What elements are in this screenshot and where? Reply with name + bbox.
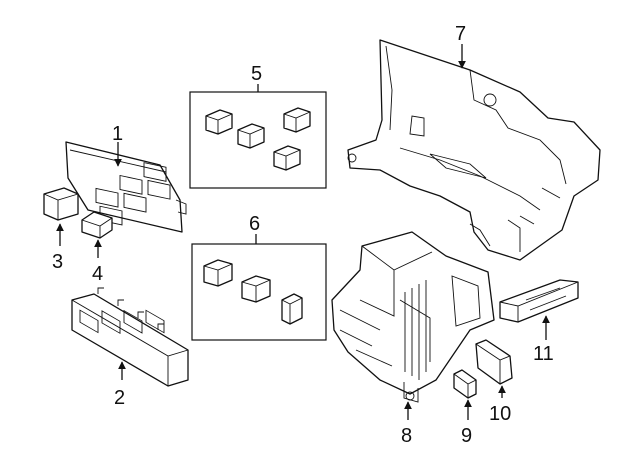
callout-8: 8 [401,425,412,447]
callout-1: 1 [112,123,123,145]
part-8-fuse-box [331,231,495,403]
callout-6: 6 [249,213,260,235]
callout-5: 5 [251,63,262,85]
part-1-relay-panel [65,141,187,233]
part-3-relay [43,187,79,221]
part-7-mounting-bracket [347,39,601,261]
callout-7: 7 [455,23,466,45]
part-10-fuse [475,339,513,385]
callout-9: 9 [461,425,472,447]
callout-2: 2 [114,387,125,409]
callout-3: 3 [52,251,63,273]
callout-4: 4 [92,263,103,285]
part-6-group-box [191,243,327,341]
callout-10: 10 [489,403,511,425]
part-2-relay-block [71,287,189,387]
part-4-relay [81,211,113,239]
part-9-fuse [453,369,477,399]
part-11-fuse-puller [499,279,579,323]
part-6-relays [203,259,303,325]
part-5-relays [205,107,311,171]
callout-11: 11 [533,343,554,365]
